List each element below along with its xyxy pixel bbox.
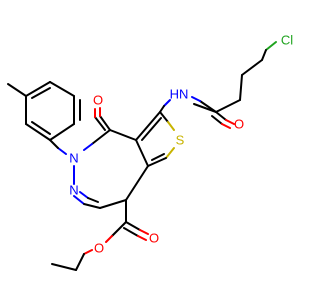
atom-labels: Cl O HN O N N S O O — [69, 33, 293, 256]
bond-ester-oc-b — [75, 253, 85, 271]
bond-amide-c-o-a — [215, 111, 227, 121]
bond-pd-6 — [125, 165, 149, 201]
bond-pd-2a — [91, 129, 111, 145]
bond-th-3 — [135, 139, 149, 167]
bond-methyl — [7, 83, 27, 97]
ester-carbonyl-oxygen-label: O — [149, 231, 159, 246]
bond-th-2-double — [151, 153, 165, 161]
bond-ester-o-b — [105, 235, 113, 243]
chlorobutanoyl-chain — [191, 41, 277, 129]
bond-pd-4-double-b — [87, 197, 99, 203]
structure-diagram: Cl O HN O N N S O O — [7, 33, 293, 271]
bond-pd-1 — [109, 129, 137, 141]
bond-ester-co-d — [137, 235, 147, 241]
bond-amide-c-n-a — [199, 100, 217, 113]
bond-c1-c2 — [241, 59, 263, 76]
tolyl-group — [7, 81, 81, 155]
bond-th-4 — [135, 111, 161, 141]
pyridazinone-ring — [73, 107, 149, 209]
bond-cl-c — [265, 41, 277, 51]
bond-pd-4a — [73, 195, 85, 205]
bond-ester-co-c — [123, 227, 139, 237]
ethyl-ester — [51, 199, 149, 271]
bond-ar-1 — [49, 123, 75, 141]
bond-amide-c-n-b — [191, 96, 201, 102]
bond-ar-4-double — [31, 87, 51, 99]
bond-ar-6-double — [31, 121, 51, 135]
bond-ester-co-b — [139, 229, 149, 235]
bond-pd-4-double-a — [79, 191, 89, 199]
bond-th-1b — [167, 121, 175, 131]
aryl-nitrogen-label: N — [69, 151, 78, 166]
bond-ar-4 — [25, 81, 51, 97]
bond-ester-o-a — [111, 221, 127, 237]
sulfur-label: S — [176, 133, 185, 148]
ring-carbonyl-oxygen-label: O — [93, 93, 103, 108]
bond-ester-oc-a — [83, 249, 93, 255]
bond-pd-2b — [83, 143, 93, 151]
bond-c2-c3 — [239, 74, 243, 101]
bond-th-4-double — [141, 117, 162, 141]
chlorine-label: Cl — [281, 33, 293, 48]
thiophene-ring — [135, 111, 175, 167]
amide-nh-label: HN — [170, 87, 189, 102]
amide-oxygen-label: O — [234, 117, 244, 132]
ring-nitrogen-label: N — [69, 183, 78, 198]
bond-ar-6 — [25, 123, 51, 141]
bond-co-c — [94, 116, 106, 131]
bond-amide-c-o-d — [221, 123, 231, 129]
bond-n-aryl-b — [49, 139, 59, 149]
bond-nh-c-a — [163, 99, 171, 107]
bond-amide-c-o-c — [211, 115, 223, 125]
bond-amide-c-o-b — [225, 119, 235, 125]
bond-ar-3 — [49, 81, 75, 97]
ester-ether-oxygen-label: O — [94, 241, 104, 256]
bond-pd-4b — [83, 203, 101, 209]
bond-ethyl — [51, 263, 77, 271]
bond-pd-5 — [99, 199, 127, 209]
bond-n-aryl-a — [57, 147, 67, 155]
bond-c3-c4 — [215, 99, 241, 113]
bond-ester-co-a — [125, 221, 141, 231]
bond-th-2a — [165, 147, 175, 159]
bond-co-a — [99, 115, 111, 131]
molecule-canvas: Cl O HN O N N S O O — [7, 33, 293, 271]
bond-nh-c-b — [159, 105, 165, 113]
bond-c-c1 — [261, 49, 267, 61]
bond-th-1a — [159, 111, 169, 123]
bond-th-2b — [147, 157, 167, 167]
